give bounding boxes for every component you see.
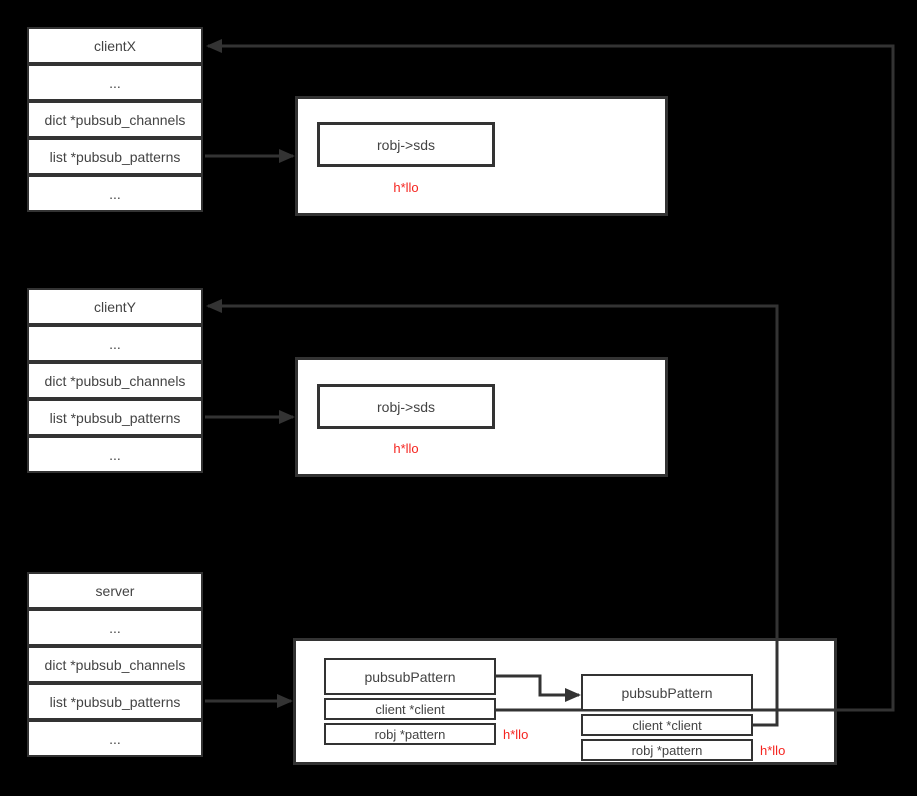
server-struct: server ... dict *pubsub_channels list *p…	[27, 572, 203, 757]
server-row-ellipsis-2: ...	[27, 720, 203, 757]
clientY-row-ellipsis-2: ...	[27, 436, 203, 473]
pattern-value-middle: h*llo	[393, 441, 419, 456]
pattern2-row-pattern: robj *pattern	[581, 739, 753, 761]
clientY-row-ellipsis-1: ...	[27, 325, 203, 362]
robj-sds-box-top: robj->sds	[317, 122, 495, 167]
arrow-pattern2-client-to-clientY	[206, 299, 779, 727]
clientY-struct: clientY ... dict *pubsub_channels list *…	[27, 288, 203, 473]
server-title: server	[27, 572, 203, 609]
pattern1-row-client: client *client	[324, 698, 496, 720]
pattern1-row-pattern: robj *pattern	[324, 723, 496, 745]
clientX-struct: clientX ... dict *pubsub_channels list *…	[27, 27, 203, 212]
pattern1-value: h*llo	[503, 727, 529, 742]
server-row-pubsub-channels: dict *pubsub_channels	[27, 646, 203, 683]
clientY-row-pubsub-channels: dict *pubsub_channels	[27, 362, 203, 399]
pattern2-row-client: client *client	[581, 714, 753, 736]
clientX-row-ellipsis-1: ...	[27, 64, 203, 101]
clientX-row-pubsub-patterns: list *pubsub_patterns	[27, 138, 203, 175]
clientY-row-pubsub-patterns: list *pubsub_patterns	[27, 399, 203, 436]
clientX-row-ellipsis-2: ...	[27, 175, 203, 212]
pattern2-title: pubsubPattern	[581, 674, 753, 711]
pattern1-title: pubsubPattern	[324, 658, 496, 695]
pattern2-value: h*llo	[760, 743, 786, 758]
pattern-value-top: h*llo	[393, 180, 419, 195]
clientX-row-pubsub-channels: dict *pubsub_channels	[27, 101, 203, 138]
clientY-title: clientY	[27, 288, 203, 325]
pubsub-pattern-node-2: pubsubPattern client *client robj *patte…	[581, 674, 753, 761]
pubsub-pattern-node-1: pubsubPattern client *client robj *patte…	[324, 658, 496, 745]
server-row-ellipsis-1: ...	[27, 609, 203, 646]
server-row-pubsub-patterns: list *pubsub_patterns	[27, 683, 203, 720]
arrow-pattern1-next-to-pattern2	[496, 674, 581, 702]
arrow-pattern1-client-to-clientX	[206, 39, 895, 712]
robj-sds-box-middle: robj->sds	[317, 384, 495, 429]
clientX-title: clientX	[27, 27, 203, 64]
